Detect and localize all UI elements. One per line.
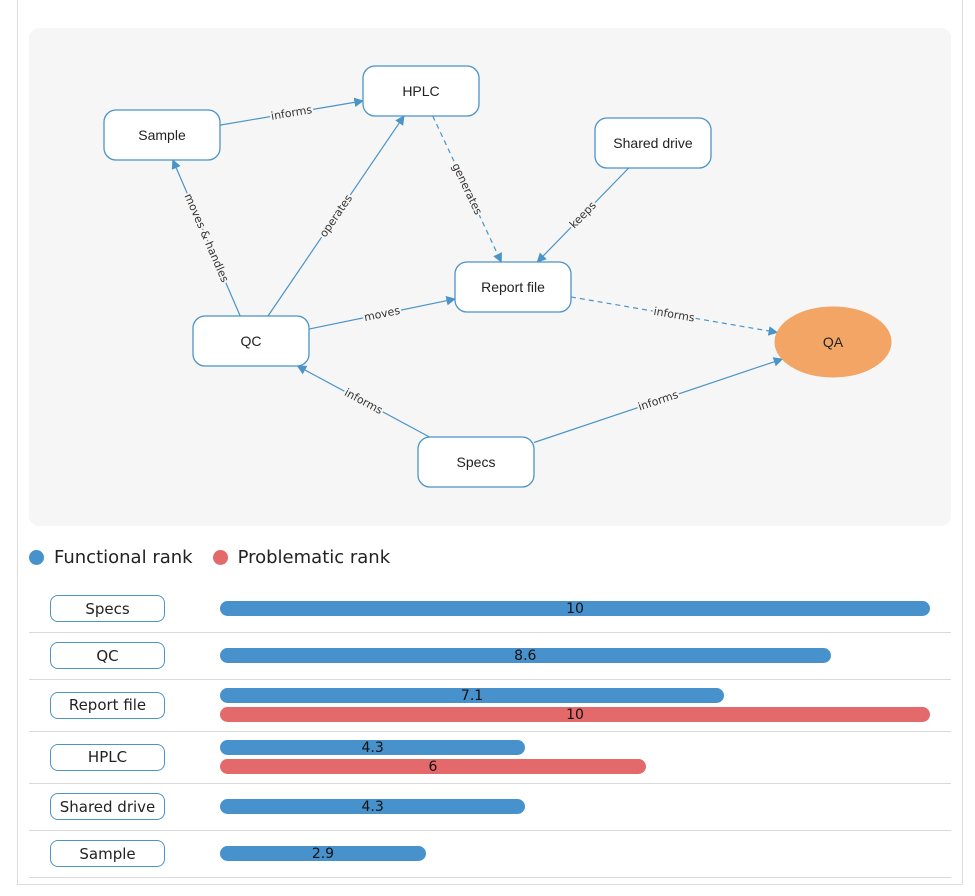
node-hplc[interactable]: HPLC xyxy=(362,65,480,117)
node-qc[interactable]: QC xyxy=(192,315,310,367)
functional-rank-bar-value: 7.1 xyxy=(460,687,484,704)
edge-line xyxy=(536,167,630,263)
functional-rank-bar-value: 4.3 xyxy=(361,798,384,815)
problematic-dot-icon xyxy=(212,549,228,565)
functional-rank-bar-value: 4.3 xyxy=(361,739,384,756)
edge-label: generates xyxy=(449,161,484,217)
node-label: QC xyxy=(241,333,262,349)
rank-row-label[interactable]: Report file xyxy=(50,691,165,719)
functional-rank-bar[interactable]: 8.6 xyxy=(220,647,831,664)
rank-row-label[interactable]: Sample xyxy=(50,840,165,867)
edge-label: moves & handles xyxy=(182,192,232,285)
functional-rank-bar[interactable]: 4.3 xyxy=(220,739,526,756)
legend-problematic-label: Problematic rank xyxy=(237,546,391,568)
problematic-rank-bar-value: 6 xyxy=(428,758,438,775)
legend-functional-label: Functional rank xyxy=(54,546,193,568)
panel-frame xyxy=(17,0,963,885)
problematic-rank-bar[interactable]: 6 xyxy=(220,758,646,775)
edge-line xyxy=(308,295,456,330)
edge-line xyxy=(171,159,241,317)
edge-label: operates xyxy=(317,192,355,240)
rank-row-label[interactable]: QC xyxy=(50,642,165,669)
rank-row: HPLC 4.3 6 xyxy=(29,732,951,784)
rank-row: Specs 10 xyxy=(29,586,951,633)
rank-row: Report file 7.1 10 xyxy=(29,680,951,732)
edge-line xyxy=(219,97,364,126)
edge-label: informs xyxy=(636,388,680,414)
node-label: QA xyxy=(823,334,844,350)
legend: Functional rank Problematic rank xyxy=(29,543,410,571)
node-report_file[interactable]: Report file xyxy=(454,261,572,313)
node-shared_drive[interactable]: Shared drive xyxy=(594,117,712,169)
functional-rank-bar[interactable]: 10 xyxy=(220,600,930,617)
node-shape xyxy=(417,436,535,488)
functional-rank-bar-value: 8.6 xyxy=(514,647,537,664)
problematic-rank-bar-value: 10 xyxy=(566,706,584,723)
node-label: Shared drive xyxy=(613,135,693,151)
functional-rank-bar-value: 10 xyxy=(566,600,584,617)
rank-row: Sample 2.9 xyxy=(29,831,951,878)
functional-dot-icon xyxy=(29,549,44,565)
edge-label: informs xyxy=(270,103,313,123)
functional-rank-bar[interactable]: 7.1 xyxy=(220,687,725,704)
node-shape xyxy=(192,315,310,367)
node-shape xyxy=(594,117,712,169)
node-qa[interactable]: QA xyxy=(774,306,892,378)
legend-functional[interactable]: Functional rank xyxy=(29,547,193,568)
rank-row-label[interactable]: Shared drive xyxy=(50,793,165,820)
node-label: HPLC xyxy=(402,83,439,99)
rank-row: Shared drive 4.3 xyxy=(29,784,951,831)
rank-row-label[interactable]: Specs xyxy=(50,595,165,622)
functional-rank-bar[interactable]: 4.3 xyxy=(220,798,526,815)
edge-line xyxy=(570,296,779,336)
edge-label: informs xyxy=(342,386,385,417)
node-shape xyxy=(774,306,892,378)
edge-label: moves xyxy=(363,304,402,324)
functional-rank-bar[interactable]: 2.9 xyxy=(220,845,426,862)
rank-row: QC 8.6 xyxy=(29,633,951,680)
edge-label: keeps xyxy=(567,199,599,231)
edge-line xyxy=(296,365,430,438)
node-specs[interactable]: Specs xyxy=(417,436,535,488)
node-label: Report file xyxy=(481,279,545,295)
problematic-rank-bar[interactable]: 10 xyxy=(220,706,930,723)
edge-label: informs xyxy=(653,305,696,325)
functional-rank-bar-value: 2.9 xyxy=(311,845,335,862)
rank-row-label[interactable]: HPLC xyxy=(50,743,165,771)
node-sample[interactable]: Sample xyxy=(103,109,221,161)
node-label: Specs xyxy=(457,454,496,470)
edge-line xyxy=(267,115,405,317)
node-shape xyxy=(362,65,480,117)
node-shape xyxy=(103,109,221,161)
legend-problematic[interactable]: Problematic rank xyxy=(212,546,391,568)
edge-line xyxy=(533,357,784,444)
node-label: Sample xyxy=(138,127,186,143)
node-shape xyxy=(454,261,572,313)
